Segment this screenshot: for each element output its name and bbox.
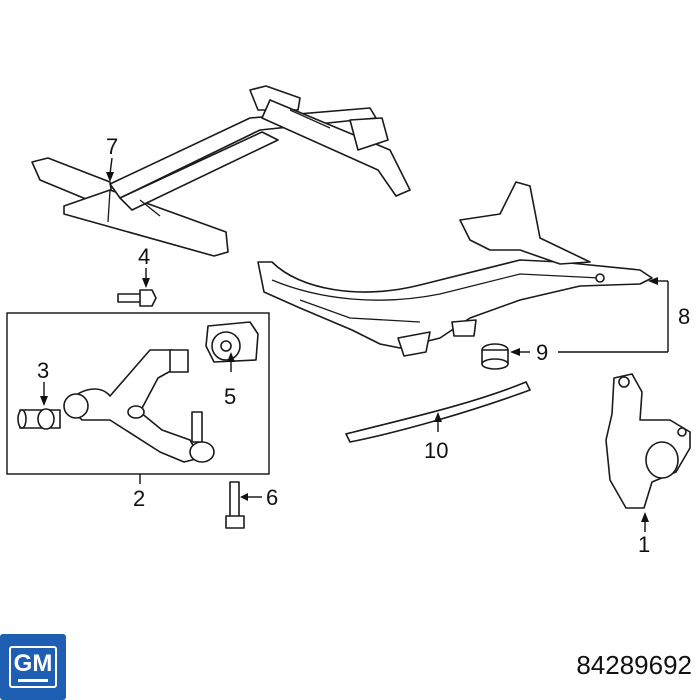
gm-logo-text: GM bbox=[13, 650, 53, 677]
callout-3: 3 bbox=[37, 358, 49, 383]
gm-logo-underline bbox=[18, 679, 48, 682]
ball-joint bbox=[189, 411, 215, 463]
crossmember-frame bbox=[31, 85, 411, 257]
callout-8: 8 bbox=[678, 304, 690, 329]
callout-5: 5 bbox=[224, 384, 236, 409]
part-number: 84289692 bbox=[576, 650, 692, 680]
callout-2: 2 bbox=[133, 486, 145, 511]
gm-logo-frame bbox=[9, 646, 57, 688]
steering-knuckle bbox=[605, 373, 691, 509]
bushing bbox=[481, 343, 509, 370]
bolt-4 bbox=[117, 289, 157, 307]
lower-control-arm bbox=[63, 349, 201, 463]
subframe bbox=[257, 181, 653, 357]
callout-1: 1 bbox=[638, 532, 650, 557]
front-bushing bbox=[17, 408, 61, 430]
bolt-6 bbox=[225, 481, 245, 529]
callout-10: 10 bbox=[424, 438, 448, 463]
callout-7: 7 bbox=[106, 134, 118, 159]
callout-9: 9 bbox=[536, 340, 548, 365]
leader-lines bbox=[40, 157, 669, 532]
callout-4: 4 bbox=[138, 244, 150, 269]
gm-logo: GM bbox=[0, 634, 66, 700]
assembly-box bbox=[6, 312, 270, 475]
rear-bushing bbox=[205, 321, 259, 363]
callout-6: 6 bbox=[266, 485, 278, 510]
